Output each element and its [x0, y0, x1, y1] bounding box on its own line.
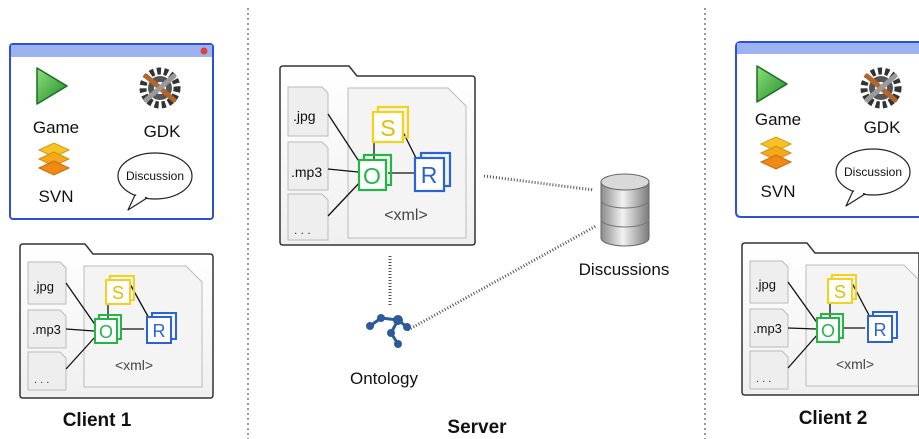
close-icon[interactable] [200, 47, 208, 55]
play-icon[interactable] [36, 67, 68, 105]
server-folder: .jpg .mp3 . . . S O R <xml> [279, 65, 476, 246]
link-folder-discussions [483, 174, 595, 192]
ontology-label: Ontology [350, 369, 419, 388]
svn-layers-icon[interactable] [759, 136, 793, 170]
file-more: . . . [34, 374, 49, 386]
discussion-label: Discussion [126, 169, 184, 183]
file-more: . . . [756, 373, 771, 385]
discussions-label: Discussions [579, 260, 670, 279]
node-r: R [421, 162, 438, 188]
client2-window: Game GDK SVN Discussion [735, 41, 919, 218]
file-mp3: .mp3 [291, 164, 322, 180]
xml-label: <xml> [836, 356, 874, 372]
node-r: R [874, 320, 887, 340]
file-jpg: .jpg [755, 277, 776, 292]
file-jpg: .jpg [33, 279, 54, 294]
gdk-label: GDK [864, 118, 902, 137]
server-title: Server [447, 417, 507, 438]
node-s: S [380, 115, 395, 141]
node-r: R [153, 321, 166, 341]
file-jpg: .jpg [293, 108, 316, 124]
file-mp3: .mp3 [753, 321, 782, 336]
node-o: O [99, 322, 113, 342]
client1-window: Game GDK SVN Discussion [9, 43, 214, 220]
svn-label: SVN [39, 187, 74, 206]
gdk-gear-icon[interactable] [139, 67, 181, 109]
file-more: . . . [294, 223, 311, 237]
client2-folder: .jpg .mp3 . . . S O R <xml> [741, 242, 919, 396]
xml-label: <xml> [115, 357, 153, 373]
ontology-network-icon[interactable] [366, 314, 411, 348]
play-icon[interactable] [756, 65, 788, 103]
svn-layers-icon[interactable] [37, 142, 71, 176]
file-mp3: .mp3 [32, 322, 61, 337]
client2-title: Client 2 [799, 408, 868, 429]
client1-folder: .jpg .mp3 . . . S O R <xml> [19, 243, 214, 399]
discussion-label: Discussion [844, 165, 902, 179]
discussion-bubble-icon[interactable]: Discussion [117, 152, 193, 211]
gdk-label: GDK [144, 122, 182, 141]
discussion-bubble-icon[interactable]: Discussion [835, 148, 911, 207]
database-icon[interactable] [600, 173, 650, 247]
game-label: Game [755, 110, 801, 129]
node-s: S [112, 283, 124, 303]
node-s: S [834, 282, 846, 302]
xml-label: <xml> [384, 207, 428, 224]
node-o: O [363, 163, 381, 189]
game-label: Game [33, 118, 79, 137]
gdk-gear-icon[interactable] [860, 67, 902, 109]
svn-label: SVN [761, 182, 796, 201]
client1-title: Client 1 [63, 410, 132, 431]
node-o: O [821, 321, 835, 341]
